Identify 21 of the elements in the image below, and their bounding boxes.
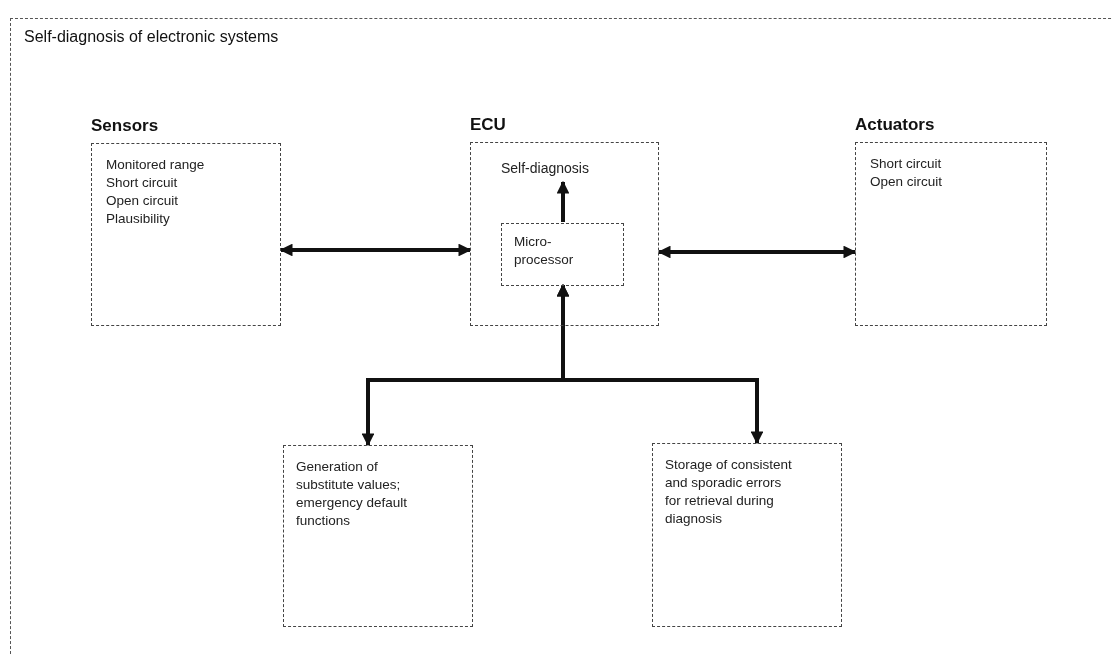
microprocessor-box	[501, 223, 624, 286]
diagram-title: Self-diagnosis of electronic systems	[24, 28, 279, 46]
group-heading: Actuators	[855, 116, 935, 134]
box-text: Generation of substitute values; emergency default functions	[295, 458, 409, 530]
group-heading: Sensors	[91, 117, 159, 135]
list-item: Short circuit	[105, 174, 179, 192]
list-item: Open circuit	[105, 192, 180, 210]
list-item: Short circuit	[869, 155, 943, 173]
box-text: Storage of consistent and sporadic errors for retrieval during diagnosis	[664, 456, 793, 528]
list-item: Open circuit	[869, 173, 944, 191]
list-item: Monitored range	[105, 156, 206, 174]
arrow	[657, 245, 857, 259]
function-box	[283, 445, 473, 627]
node-label: Self-diagnosis	[501, 160, 589, 176]
box-label: Micro-processor	[513, 233, 575, 269]
arrow	[556, 180, 570, 222]
arrow	[279, 243, 472, 257]
storage-box	[652, 443, 842, 627]
arrow	[556, 283, 764, 445]
group-heading: ECU	[470, 116, 506, 134]
list-item: Plausibility	[105, 210, 171, 228]
